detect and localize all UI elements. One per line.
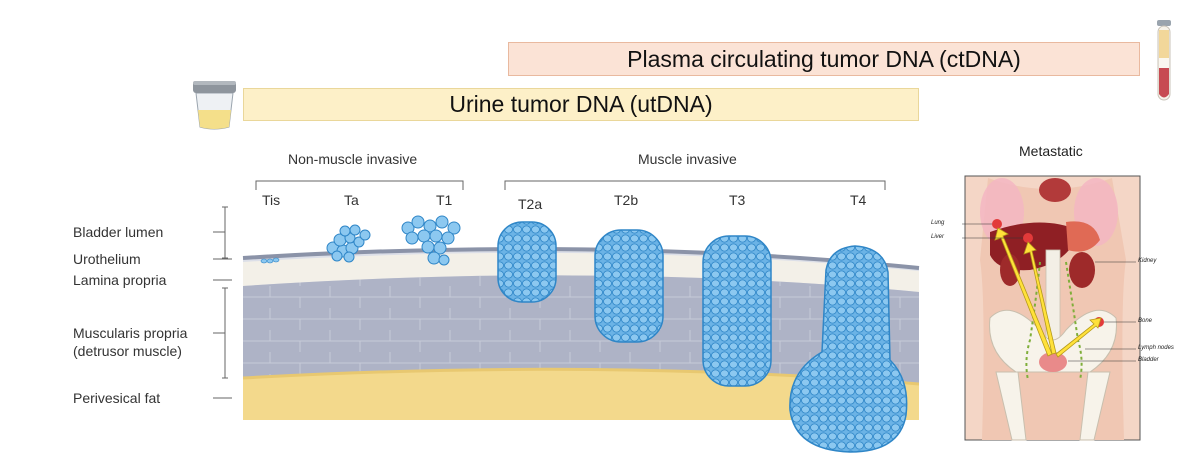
non-muscle-bracket	[255, 180, 464, 190]
organ-label-liver: Liver	[931, 234, 945, 240]
tumor-t1	[401, 215, 461, 266]
tumor-tis	[260, 257, 280, 264]
stage-label-t4: T4	[850, 192, 867, 208]
metastatic-panel	[962, 175, 1141, 441]
non-muscle-invasive-label: Non-muscle invasive	[288, 151, 418, 167]
stage-label-t2a: T2a	[518, 196, 543, 212]
urine-cup-icon	[193, 81, 236, 130]
muscle-invasive-label: Muscle invasive	[638, 151, 737, 167]
tumor-t3	[702, 235, 772, 387]
utdna-banner-text: Urine tumor DNA (utDNA)	[449, 91, 713, 117]
tumor-t2a	[497, 221, 557, 303]
layer-label-detrusor: (detrusor muscle)	[73, 343, 182, 359]
stage-label-t3: T3	[729, 192, 746, 208]
utdna-banner: Urine tumor DNA (utDNA)	[243, 88, 919, 121]
layer-label-perivesical-fat: Perivesical fat	[73, 390, 161, 406]
ctdna-banner: Plasma circulating tumor DNA (ctDNA)	[508, 42, 1140, 76]
tumor-ta	[326, 224, 371, 263]
organ-label-bone: Bone	[1138, 318, 1153, 324]
organ-label-bladder: Bladder	[1138, 357, 1159, 363]
layer-label-lamina-propria: Lamina propria	[73, 272, 167, 288]
metastatic-title: Metastatic	[1019, 143, 1083, 159]
ctdna-banner-text: Plasma circulating tumor DNA (ctDNA)	[627, 45, 1021, 72]
tumor-t4	[789, 245, 908, 453]
organ-label-kidney: Kidney	[1138, 258, 1157, 264]
layer-label-bladder-lumen: Bladder lumen	[73, 224, 164, 240]
stage-label-t1: T1	[436, 192, 453, 208]
stage-label-tis: Tis	[262, 192, 281, 208]
organ-label-lymph-nodes: Lymph nodes	[1138, 345, 1174, 351]
layer-label-muscularis: Muscularis propria	[73, 325, 188, 341]
layer-label-urothelium: Urothelium	[73, 251, 141, 267]
tumor-t2b	[594, 229, 664, 343]
blood-tube-icon	[1157, 20, 1171, 101]
layer-brackets	[213, 206, 232, 399]
stage-label-t2b: T2b	[614, 192, 639, 208]
stage-label-ta: Ta	[344, 192, 359, 208]
muscle-bracket	[504, 180, 886, 190]
organ-label-lung: Lung	[931, 220, 945, 226]
